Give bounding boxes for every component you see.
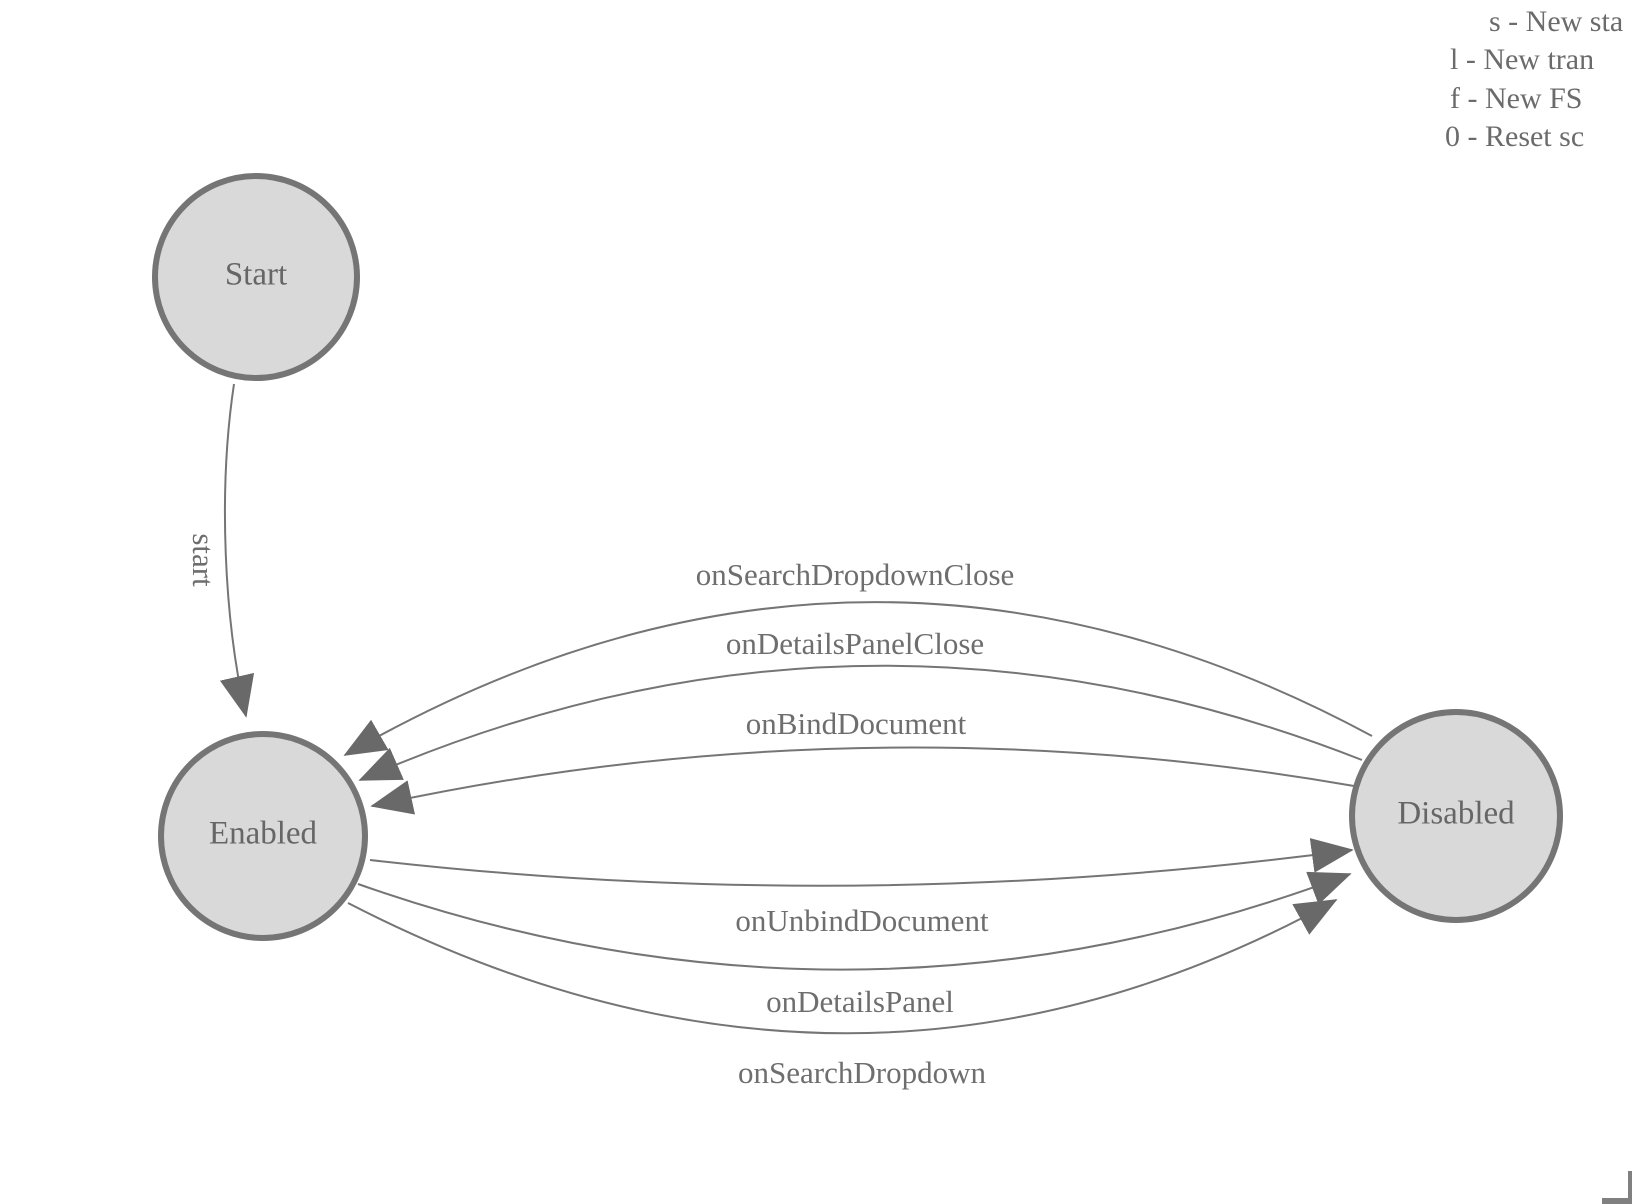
transition-label-on-details-panel-close[interactable]: onDetailsPanelClose [726,626,984,661]
edges-layer [219,383,1373,1035]
transition-label-on-search-dropdown[interactable]: onSearchDropdown [738,1055,986,1090]
edge-labels-layer: start onSearchDropdownClose onDetailsPanel… [186,533,1014,1090]
state-label-start: Start [225,257,287,293]
transition-edge-on-details-panel[interactable] [357,871,1352,971]
state-label-enabled: Enabled [209,816,318,852]
transition-edge-start-to-enabled[interactable] [219,383,255,718]
legend-line-reset: 0 - Reset sc [1445,120,1585,153]
legend-line-new-state: s - New sta [1489,5,1624,38]
clipped-panel-corner-horizontal [1602,1198,1632,1204]
transition-label-on-bind-document[interactable]: onBindDocument [746,706,967,741]
state-node-start[interactable] [152,173,360,381]
legend-line-new-transition: l - New tran [1450,43,1595,76]
clipped-panel-corner-vertical [1628,1171,1632,1204]
transition-edge-on-details-panel-close[interactable] [358,664,1363,781]
transition-label-start-to-enabled[interactable]: start [186,533,221,587]
state-node-enabled[interactable] [158,731,368,941]
legend-line-new-fsm: f - New FS [1450,82,1583,115]
state-node-disabled[interactable] [1349,709,1563,923]
transition-edge-on-unbind-document[interactable] [369,838,1354,887]
state-label-disabled: Disabled [1397,796,1515,832]
transition-edge-on-search-dropdown-close[interactable] [343,601,1373,756]
transition-label-on-search-dropdown-close[interactable]: onSearchDropdownClose [696,557,1015,592]
transition-edge-on-search-dropdown[interactable] [347,899,1338,1035]
transition-label-on-unbind-document[interactable]: onUnbindDocument [735,903,989,938]
transition-edge-on-bind-document[interactable] [370,746,1355,815]
transition-label-on-details-panel[interactable]: onDetailsPanel [766,984,954,1019]
